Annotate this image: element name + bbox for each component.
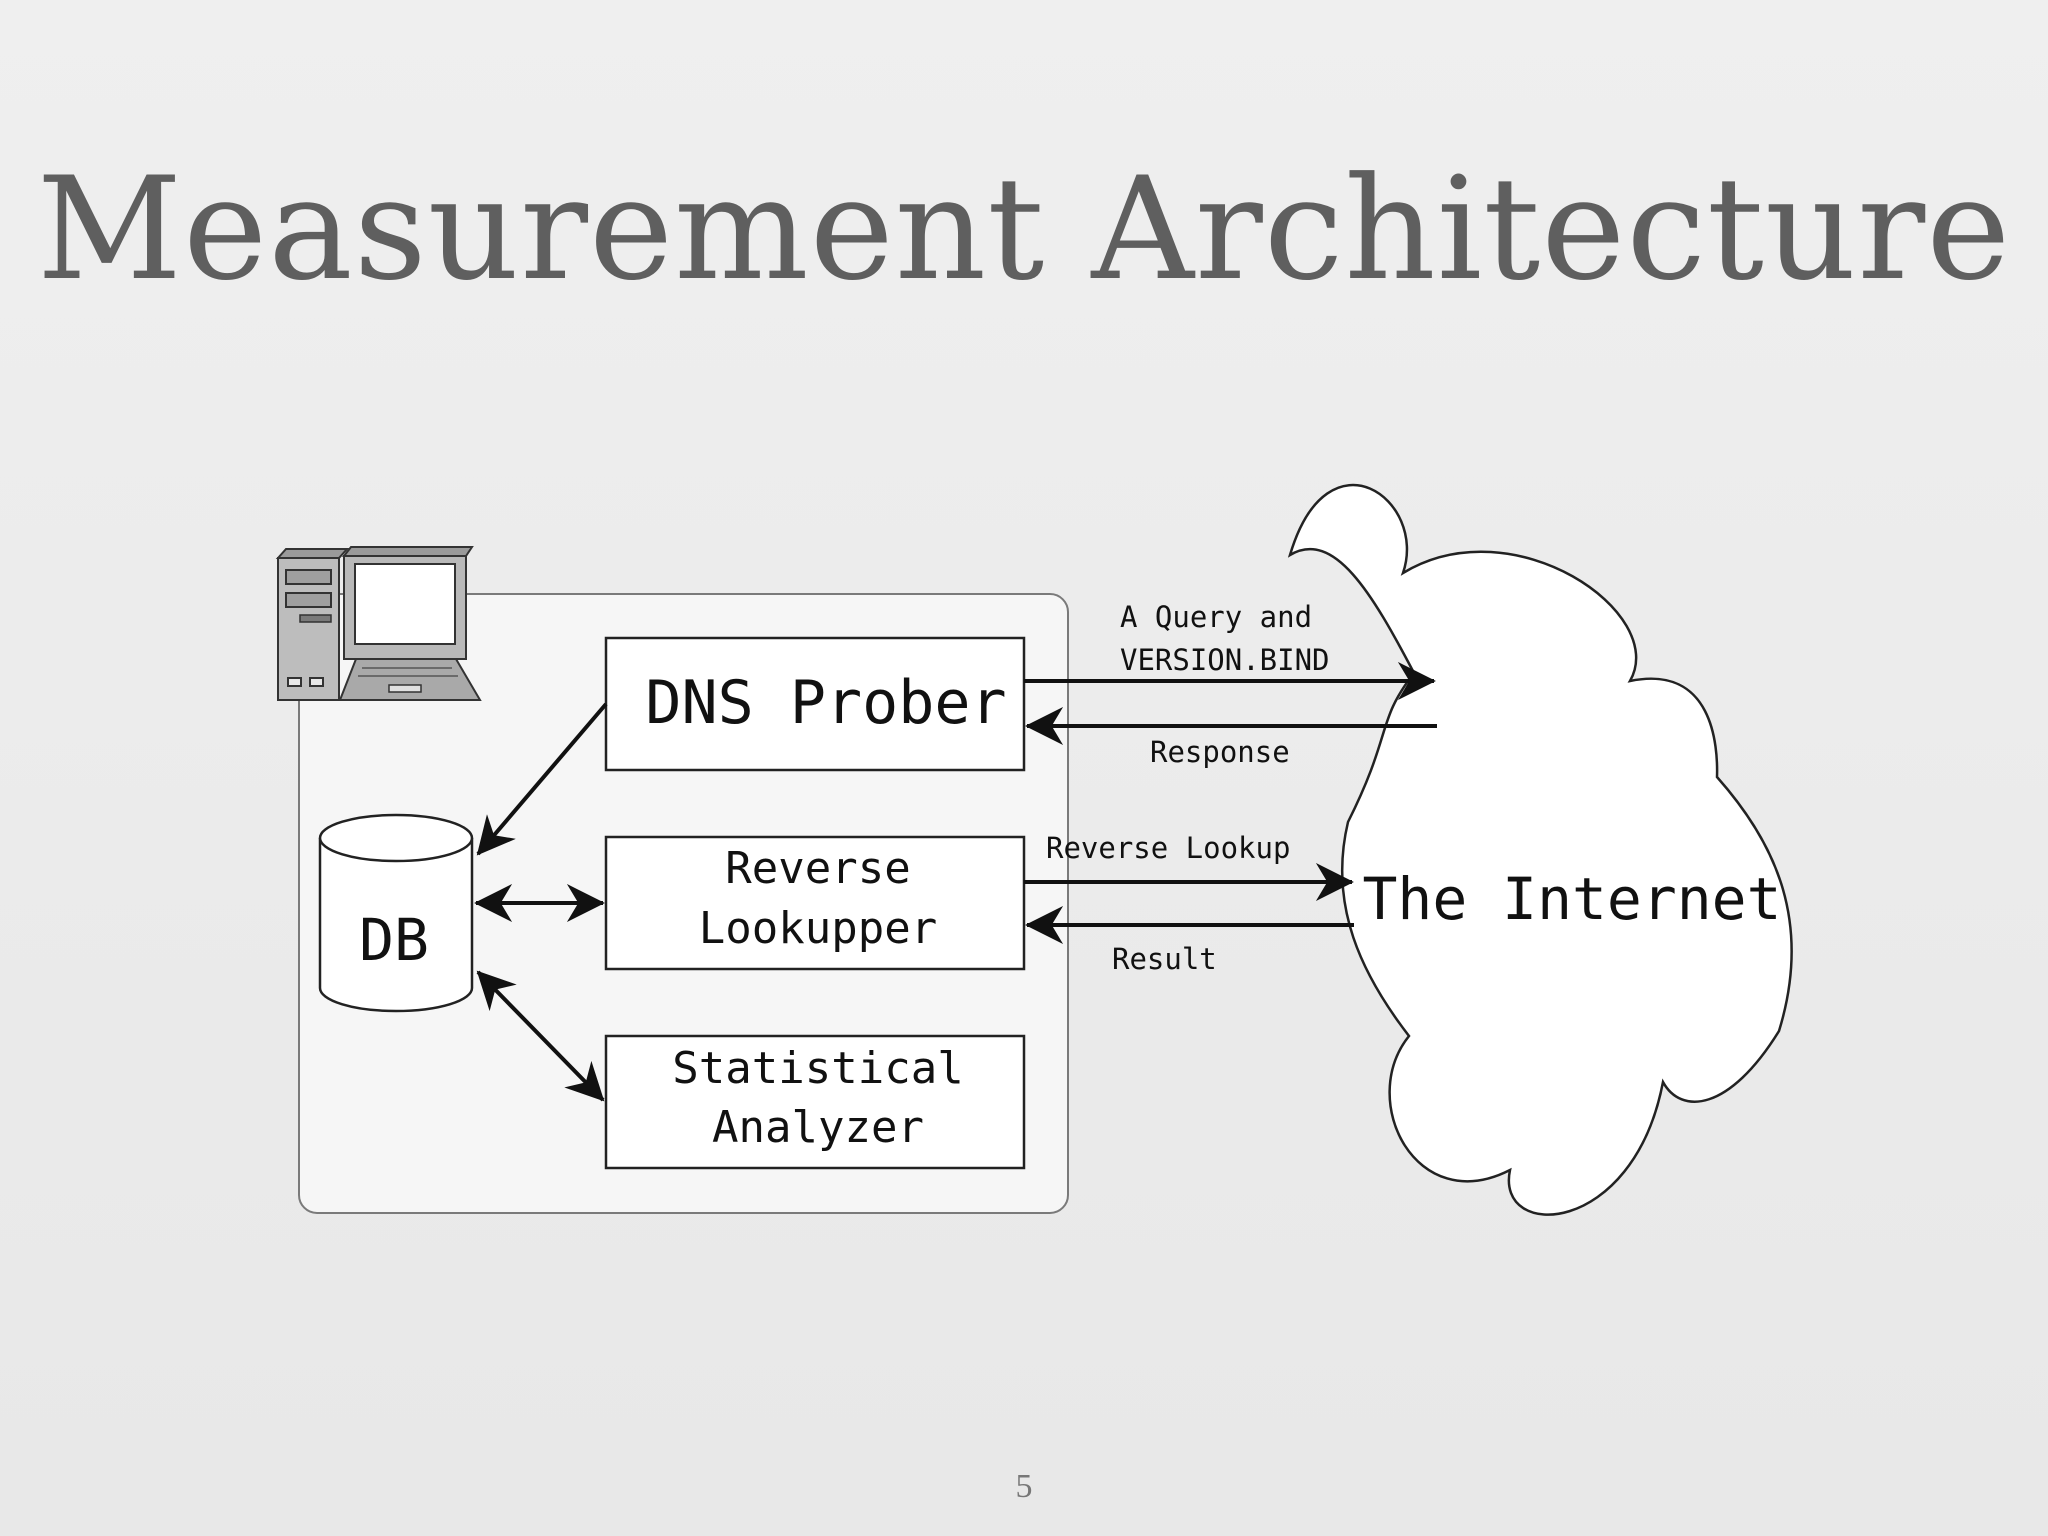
db-label: DB: [359, 906, 429, 974]
statistical-analyzer-label-line2: Analyzer: [712, 1102, 924, 1153]
dns-prober-label: DNS Prober: [645, 668, 1006, 738]
result-label: Result: [1112, 942, 1217, 976]
arrow-prober-to-db: [476, 702, 608, 856]
page-number: 5: [1015, 1468, 1033, 1505]
reverse-lookupper-label-line2: Lookupper: [699, 903, 937, 954]
statistical-analyzer-box: Statistical Analyzer: [604, 1034, 1026, 1170]
reverse-lookupper-label-line1: Reverse: [725, 843, 910, 894]
statistical-analyzer-label-line1: Statistical: [672, 1043, 963, 1094]
internet-cloud: The Internet: [1287, 483, 1793, 1216]
internet-label: The Internet: [1362, 865, 1781, 933]
reverse-lookup-label: Reverse Lookup: [1046, 831, 1290, 865]
slide-title: Measurement Architecture: [36, 147, 2012, 312]
arrow-db-statistical-analyzer: [476, 970, 605, 1102]
response-label: Response: [1150, 735, 1290, 769]
dns-prober-box: DNS Prober: [604, 636, 1026, 772]
a-query-label-line2: VERSION.BIND: [1120, 643, 1330, 677]
a-query-label-line1: A Query and: [1120, 600, 1312, 634]
db-cylinder: DB: [318, 813, 474, 1013]
reverse-lookupper-box: Reverse Lookupper: [604, 835, 1026, 971]
computer-icon: [275, 546, 482, 701]
